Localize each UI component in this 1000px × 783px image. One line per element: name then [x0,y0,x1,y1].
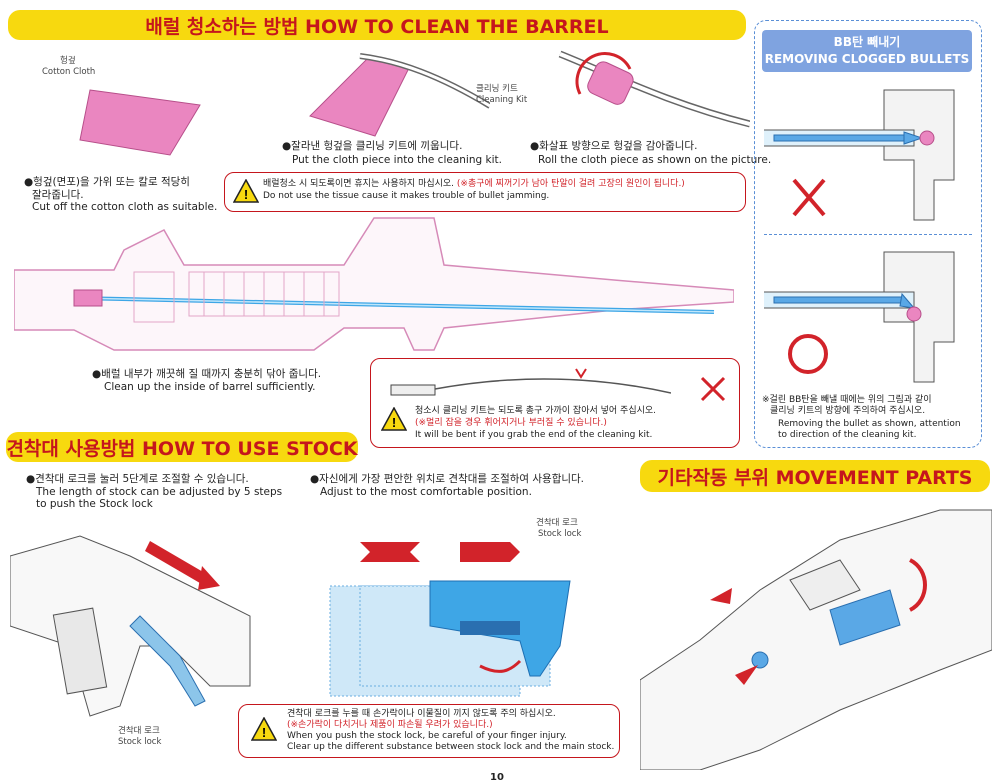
warn1-kr: 배럴청소 시 되도록이면 휴지는 사용하지 마십시오. [263,179,455,189]
stock-lock-label2-kr: 견착대 로크 [536,518,578,528]
movement-header-text: 기타작동 부위 MOVEMENT PARTS [657,466,973,489]
stock-adjust-illustration [329,542,571,697]
warn2-kr-red: (※멀리 잡을 경우 휘어지거나 부러질 수 있습니다.) [415,418,607,428]
stock-step1-en2: to push the Stock lock [36,498,153,510]
cloth-label-kr: 헝겊 [60,56,76,66]
rifle-cleaning-illustration [14,217,734,351]
stock-lock-label-en: Stock lock [118,737,162,747]
svg-text:!: ! [244,187,248,202]
clogged-note-en: Removing the bullet as shown, attention [778,419,961,429]
barrel-step4-kr: ●배럴 내부가 깨끗해 질 때까지 충분히 닦아 줍니다. [92,368,322,380]
stock-warning-box: ! 견착대 로크를 누를 때 손가락이나 이물질이 끼지 않도록 주의 하십시오… [238,704,620,758]
stock-rifle-illustration [10,535,251,717]
kit-label-en: Cleaning Kit [476,95,528,105]
barrel-step3-en: Roll the cloth piece as shown on the pic… [538,154,772,166]
barrel-step4-en: Clean up the inside of barrel sufficient… [104,381,316,393]
warning-icon: ! [233,179,259,203]
stock-step1-kr: ●견착대 로크를 눌러 5단계로 조절할 수 있습니다. [26,473,249,485]
clogged-header-en: REMOVING CLOGGED BULLETS [764,52,970,66]
stock-step1-en: The length of stock can be adjusted by 5… [36,486,283,498]
tissue-warning-box: ! 배럴청소 시 되도록이면 휴지는 사용하지 마십시오. (※총구에 찌꺼기가… [224,172,746,212]
clogged-note-kr: ※걸린 BB탄을 빼낼 때에는 위의 그림과 같이 [762,395,932,405]
warn1-kr-red: (※총구에 찌꺼기가 남아 탄알이 걸려 고장의 원인이 됩니다.) [456,179,685,189]
stock-header-text: 견착대 사용방법 HOW TO USE STOCK [6,437,358,460]
stock-step2-en: Adjust to the most comfortable position. [320,486,532,498]
wrong-cross-icon [700,376,726,402]
rolling-cloth-illustration [558,50,750,128]
clogged-header-kr: BB탄 빼내기 [833,35,901,49]
stock-warn-en: When you push the stock lock, be careful… [287,731,567,741]
stock-lock-label2-en: Stock lock [538,529,582,539]
stock-warn-kr-red: (※손가락이 다치거나 제품이 파손될 우려가 있습니다.) [287,720,493,730]
stock-section-header: 견착대 사용방법 HOW TO USE STOCK [6,432,358,462]
barrel-step3-kr: ●화살표 방향으로 헝겊을 감아줍니다. [530,140,698,152]
stock-warn-en2: Clear up the different substance between… [287,742,615,752]
warn2-kr: 청소시 클리닝 키트는 되도록 총구 가까이 잡아서 넣어 주십시오. [415,406,657,416]
barrel-section-header: 배럴 청소하는 방법 HOW TO CLEAN THE BARREL [8,10,746,40]
barrel-step1-kr: ●헝겊(면포)을 가위 또는 칼로 적당히 [24,176,190,188]
warning-icon: ! [251,717,277,741]
bullet-removal-wrong-illustration [764,89,955,221]
page-number: 10 [490,772,504,783]
clogged-note-kr2: 클리닝 키트의 방향에 주의하여 주십시오. [770,406,926,416]
cotton-cloth-illustration [79,89,201,156]
cloth-label-en: Cotton Cloth [42,67,96,77]
cloth-in-kit-illustration [309,53,490,137]
kit-grip-warning-box: ! 청소시 클리닝 키트는 되도록 총구 가까이 잡아서 넣어 주십시오. (※… [370,358,740,448]
movement-parts-illustration [640,509,992,770]
stock-step2-kr: ●자신에게 가장 편안한 위치로 견착대를 조절하여 사용합니다. [310,473,585,485]
barrel-header-text: 배럴 청소하는 방법 HOW TO CLEAN THE BARREL [145,15,609,38]
barrel-step2-kr: ●잘라낸 헝겊을 클리닝 키트에 끼웁니다. [282,140,463,152]
barrel-step2-en: Put the cloth piece into the cleaning ki… [292,154,502,166]
barrel-step1-en: Cut off the cotton cloth as suitable. [32,201,218,213]
cleaning-kit-bent-illustration [390,368,671,396]
svg-text:!: ! [392,415,396,430]
warn2-en: It will be bent if you grab the end of t… [415,430,653,440]
clogged-bullets-panel [754,20,982,448]
clogged-note-en2: to direction of the cleaning kit. [778,430,917,440]
bullet-removal-correct-illustration [764,251,955,383]
movement-section-header: 기타작동 부위 MOVEMENT PARTS [640,460,990,492]
warn1-en: Do not use the tissue cause it makes tro… [263,191,550,201]
warning-icon: ! [381,407,407,431]
stock-lock-label-kr: 견착대 로크 [118,726,160,736]
clogged-bullets-header: BB탄 빼내기 REMOVING CLOGGED BULLETS [762,30,972,72]
panel-divider [764,234,972,235]
svg-text:!: ! [262,725,266,740]
stock-warn-kr: 견착대 로크를 누를 때 손가락이나 이물질이 끼지 않도록 주의 하십시오. [287,709,556,719]
kit-label-kr: 클리닝 키트 [476,84,518,94]
barrel-step1-kr2: 잘라줍니다. [32,189,84,201]
